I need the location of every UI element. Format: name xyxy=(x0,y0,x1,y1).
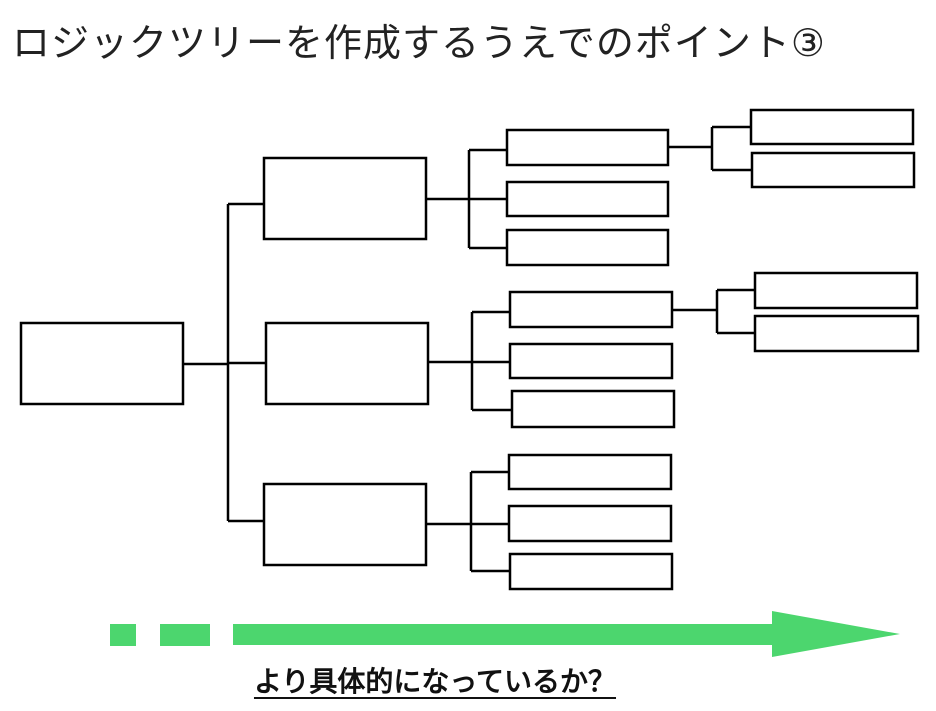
arrow-dash-2 xyxy=(160,624,210,646)
connector-level1-c xyxy=(426,470,510,573)
progress-arrow xyxy=(110,611,900,657)
connector-level1-a xyxy=(426,148,507,250)
tree-node-level2-a2 xyxy=(505,180,670,218)
tree-node-level2-b3 xyxy=(510,389,676,429)
tree-node-level2-c2 xyxy=(507,504,673,543)
connector-level1-b xyxy=(428,310,512,412)
arrow-body xyxy=(233,611,900,657)
tree-node-level1-a xyxy=(262,156,428,241)
tree-node-level2-c3 xyxy=(508,552,674,591)
tree-node-root xyxy=(19,321,185,406)
tree-node-level3-a2 xyxy=(750,151,916,189)
arrow-dash-1 xyxy=(110,624,136,646)
caption: より具体的になっているか？ xyxy=(253,665,617,698)
tree-node-level3-b1 xyxy=(753,271,919,310)
tree-node-level2-b1 xyxy=(508,290,674,329)
slide-title: ロジックツリーを作成するうえでのポイント③ xyxy=(12,21,826,65)
tree-node-level3-a1 xyxy=(749,108,915,146)
tree-node-level1-c xyxy=(262,482,428,567)
tree-node-level1-b xyxy=(264,321,430,406)
tree-node-level2-a3 xyxy=(505,228,670,267)
connector-root xyxy=(183,202,266,523)
tree-node-level2-a1 xyxy=(505,128,670,167)
connector-level2-b1 xyxy=(672,288,755,335)
tree-node-level2-b2 xyxy=(508,342,674,380)
tree-node-level3-b2 xyxy=(753,314,920,353)
tree-node-level2-c1 xyxy=(507,453,673,491)
connector-level2-a1 xyxy=(668,125,752,172)
